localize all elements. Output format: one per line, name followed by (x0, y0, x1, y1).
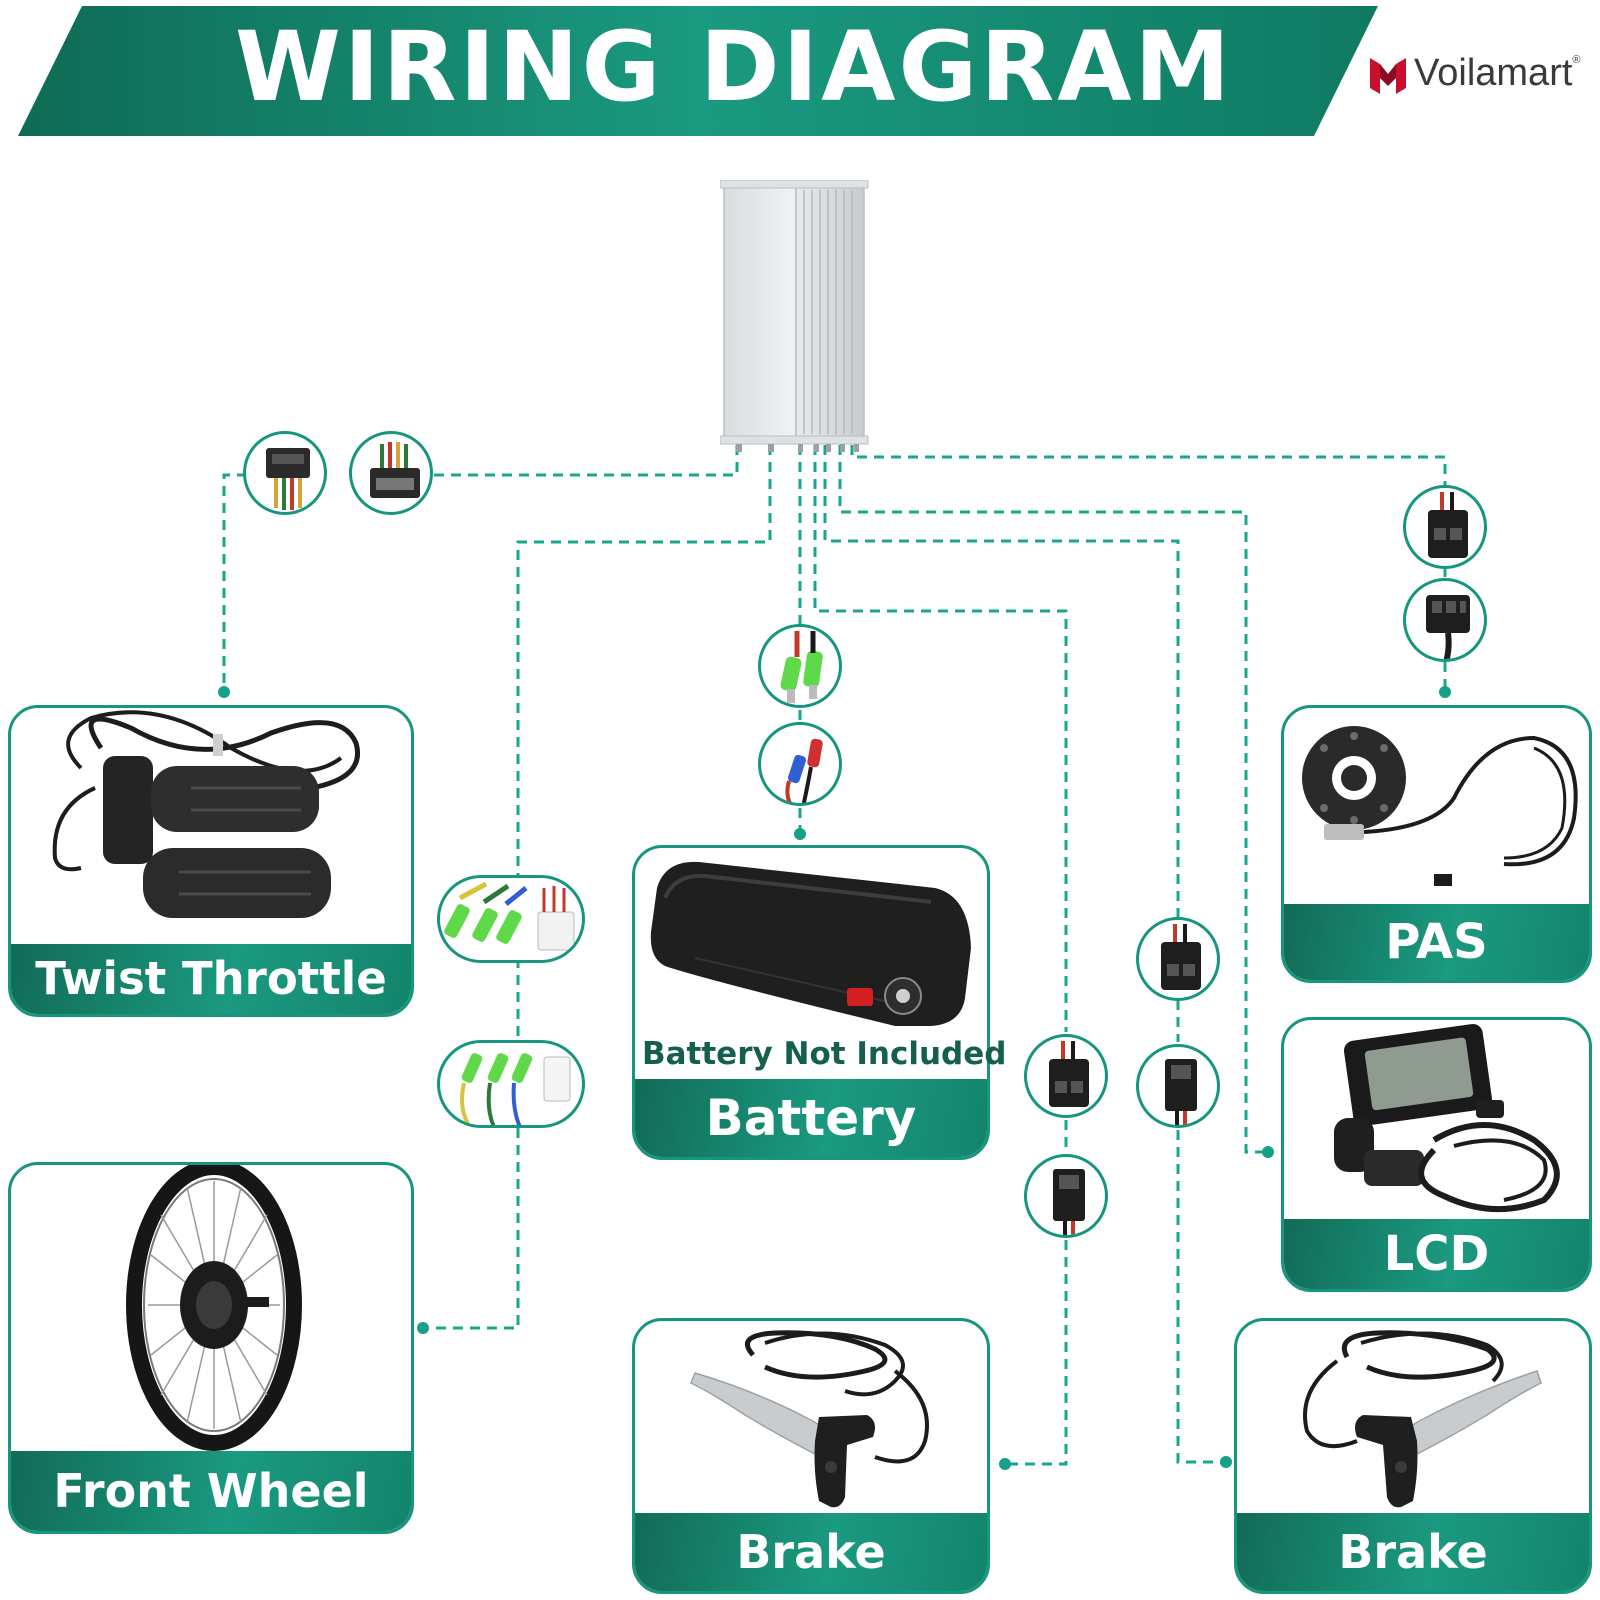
connector-icon (266, 448, 310, 510)
lcd-label: LCD (1284, 1219, 1589, 1289)
throttle-connector-female (349, 431, 433, 515)
throttle-photo (52, 710, 360, 918)
connector-icon (785, 738, 823, 803)
brand-registered-mark: ® (1572, 54, 1581, 66)
battery-photo (650, 861, 971, 1026)
pas-connector-male (1403, 485, 1487, 569)
dot-brake-left (999, 1458, 1011, 1470)
dot-throttle (218, 686, 230, 698)
connector-icon (1049, 1041, 1089, 1107)
connector-icon (444, 881, 575, 951)
voilamart-logo-icon (1370, 58, 1406, 94)
brake-left-photo (690, 1330, 929, 1508)
battery-label: Battery (635, 1079, 987, 1157)
connector-icon (1165, 1059, 1197, 1125)
twist-throttle-label: Twist Throttle (11, 944, 411, 1014)
pas-connector-female (1403, 578, 1487, 662)
brake-right-photo (1303, 1330, 1542, 1508)
throttle-connector-male (243, 431, 327, 515)
lcd-photo (1334, 1023, 1560, 1213)
brake-left-label: Brake (635, 1513, 987, 1591)
connector-icon (1053, 1169, 1085, 1235)
brake-right-box: Brake (1234, 1318, 1592, 1594)
battery-connector-green (758, 624, 842, 708)
wire-brake-right-lower (1176, 1130, 1226, 1464)
connector-icon (370, 442, 420, 498)
brake-left-connector-male (1024, 1034, 1108, 1118)
brake-right-label: Brake (1237, 1513, 1589, 1591)
wheel-connector-upper (437, 875, 585, 963)
battery-connector-bullet (758, 722, 842, 806)
wire-wheel (423, 445, 772, 1330)
connector-icon (460, 1053, 571, 1125)
title-banner: WIRING DIAGRAM Voilamart ® (0, 0, 1600, 140)
brake-left-box: Brake (632, 1318, 990, 1594)
wheel-connector-lower (437, 1040, 585, 1128)
dot-battery (794, 828, 806, 840)
brake-left-connector-female (1024, 1154, 1108, 1238)
wire-brake-left-upper (813, 445, 1068, 1032)
brake-right-connector-female (1136, 1044, 1220, 1128)
battery-box: Battery (632, 845, 990, 1160)
wheel-photo (126, 1165, 302, 1451)
wire-throttle-down (222, 473, 247, 692)
wire-brake-right-upper (823, 445, 1180, 917)
wire-brake-left-lower (1005, 1240, 1068, 1466)
dot-lcd (1262, 1146, 1274, 1158)
connector-icon (1161, 924, 1201, 990)
brand-name: Voilamart (1414, 51, 1573, 94)
pas-box: PAS (1281, 705, 1592, 983)
motor-controller-icon (720, 180, 869, 452)
dot-wheel (417, 1322, 429, 1334)
connector-icon (1428, 492, 1468, 558)
brand-logo: Voilamart ® (1370, 48, 1581, 98)
pas-photo (1302, 726, 1578, 886)
front-wheel-label: Front Wheel (11, 1451, 411, 1531)
dot-pas (1439, 686, 1451, 698)
wire-pas-upper (850, 445, 1447, 485)
wire-throttle-controller (432, 445, 739, 477)
connector-icon (1426, 595, 1470, 659)
dot-brake-right (1220, 1456, 1232, 1468)
lcd-box: LCD (1281, 1017, 1592, 1292)
battery-not-included-note: Battery Not Included (642, 1036, 1007, 1072)
banner-background (18, 6, 1378, 136)
front-wheel-box: Front Wheel (8, 1162, 414, 1534)
connector-icon (780, 631, 823, 703)
twist-throttle-box: Twist Throttle (8, 705, 414, 1017)
pas-label: PAS (1284, 904, 1589, 980)
brake-right-connector-male (1136, 917, 1220, 1001)
page-title: WIRING DIAGRAM (235, 11, 1234, 123)
